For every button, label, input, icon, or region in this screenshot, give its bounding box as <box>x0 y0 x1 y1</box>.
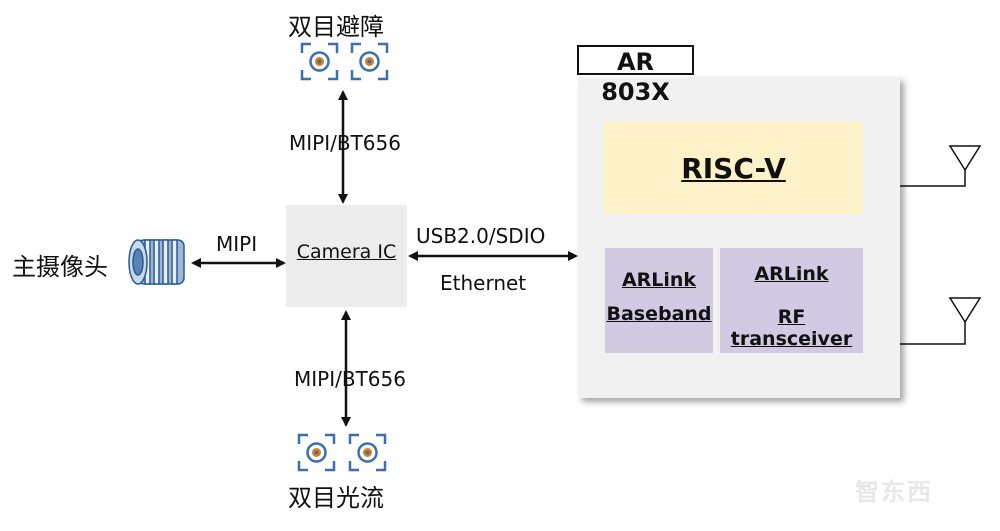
camera-ic-box: Camera IC <box>286 205 407 307</box>
rf-line1: ARLink <box>754 263 829 285</box>
watermark: 智东西 <box>855 478 933 506</box>
rf-line2: RF transceiver <box>730 306 853 350</box>
stereo-camera-icon-top <box>300 42 389 81</box>
risc-v-label: RISC-V <box>681 151 786 185</box>
main-camera-lens-icon <box>128 239 185 285</box>
ethernet-label: Ethernet <box>440 271 527 295</box>
baseband-line2: Baseband <box>606 303 712 325</box>
antenna-icon-2 <box>900 297 982 345</box>
arlink-rf-block: ARLink RF transceiver <box>720 248 863 353</box>
arlink-baseband-block: ARLink Baseband <box>605 248 713 353</box>
main-camera-label: 主摄像头 <box>12 253 108 281</box>
bottom-camera-label: 双目光流 <box>288 484 384 512</box>
camera-ic-label: Camera IC <box>296 241 397 263</box>
top-link-label: MIPI/BT656 <box>289 131 401 155</box>
risc-v-block: RISC-V <box>604 122 863 214</box>
chip-title: AR 803X <box>577 45 694 106</box>
stereo-camera-icon-bottom <box>297 433 387 472</box>
main-link-label: MIPI <box>216 232 258 256</box>
baseband-line1: ARLink <box>621 269 697 291</box>
bottom-link-label: MIPI/BT656 <box>294 367 406 391</box>
antenna-icon-1 <box>900 145 982 187</box>
usb-link-label: USB2.0/SDIO <box>416 224 546 248</box>
top-camera-label: 双目避障 <box>288 13 384 41</box>
